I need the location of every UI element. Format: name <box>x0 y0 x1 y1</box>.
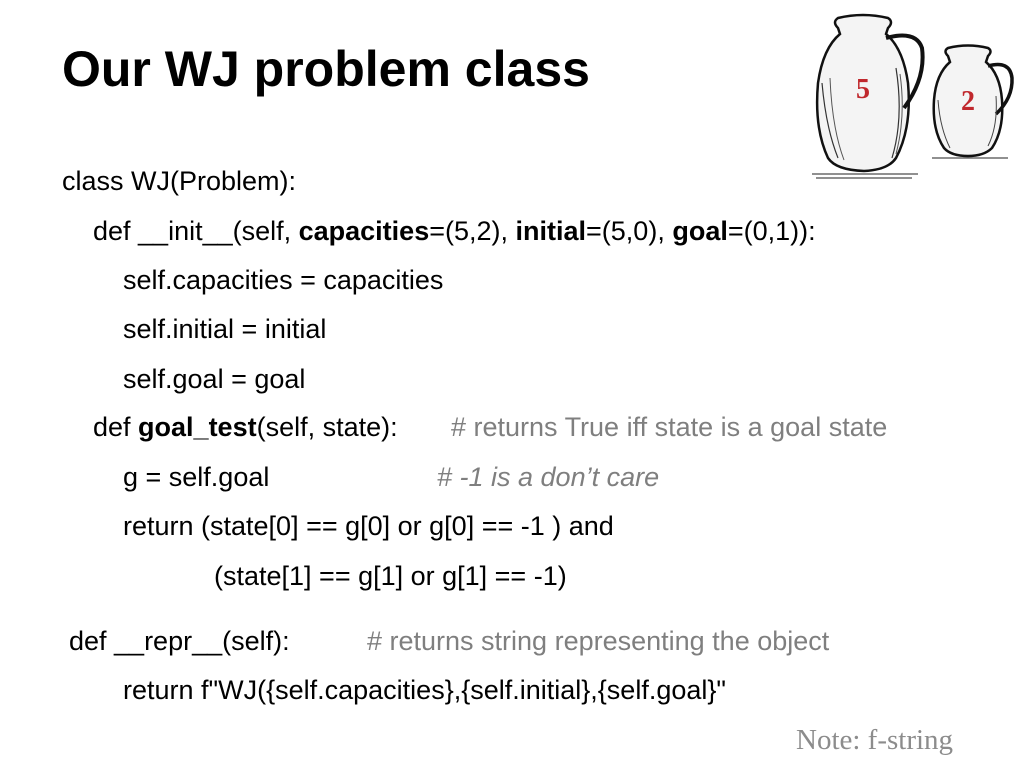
method-goal-test: goal_test <box>138 412 257 442</box>
code-line-init: def __init__(self, capacities=(5,2), ini… <box>93 214 816 248</box>
code-text: def <box>93 412 139 442</box>
code-line-goal: self.goal = goal <box>123 364 306 394</box>
code-line-initial: self.initial = initial <box>123 314 327 344</box>
code-line-goal-test: def goal_test(self, state): <box>93 410 398 444</box>
code-text: =(5,0), <box>586 216 673 246</box>
slide-title: Our WJ problem class <box>62 41 590 97</box>
param-initial: initial <box>515 216 587 246</box>
water-jugs-illustration: 5 2 <box>812 13 1014 179</box>
code-text: def __init__(self, <box>93 216 299 246</box>
comment-repr: # returns string representing the object <box>367 626 830 656</box>
code-line-return-fstring: return f"WJ({self.capacities},{self.init… <box>123 675 726 705</box>
code-line-return-2: (state[1] == g[1] or g[1] == -1) <box>214 561 567 591</box>
small-jug-label: 2 <box>961 86 975 117</box>
param-capacities: capacities <box>298 216 430 246</box>
code-text: =(0,1)): <box>727 216 816 246</box>
param-goal: goal <box>672 216 728 246</box>
small-jug <box>932 44 1014 158</box>
code-line-return-1: return (state[0] == g[0] or g[0] == -1 )… <box>123 511 614 541</box>
comment-goal-test: # returns True iff state is a goal state <box>451 412 888 442</box>
code-text: (self, state): <box>256 412 398 442</box>
code-line-g: g = self.goal <box>123 462 270 492</box>
code-text: =(5,2), <box>429 216 516 246</box>
note-fstring: Note: f-string <box>796 724 954 756</box>
big-jug-label: 5 <box>856 74 870 105</box>
comment-dont-care: # -1 is a don’t care <box>437 462 660 492</box>
code-line-repr: def __repr__(self): <box>69 626 290 656</box>
big-jug <box>815 13 925 173</box>
code-line-capacities: self.capacities = capacities <box>123 265 444 295</box>
code-line-class: class WJ(Problem): <box>62 166 297 196</box>
